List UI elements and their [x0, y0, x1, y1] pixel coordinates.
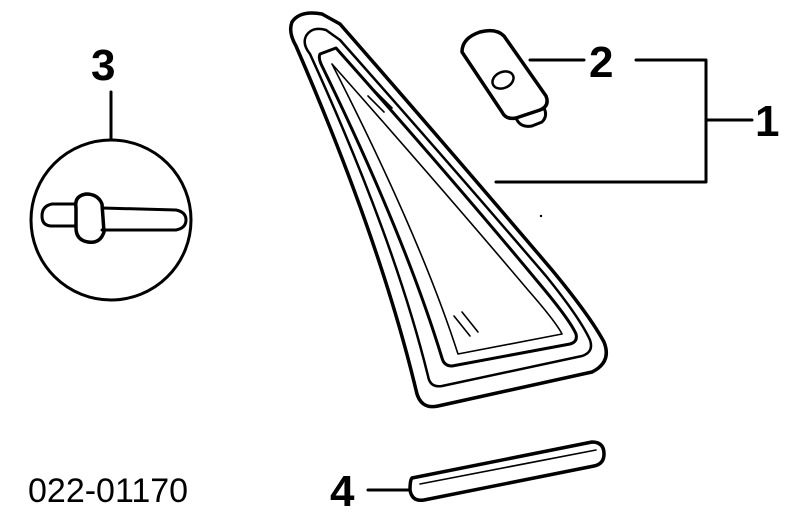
retainer-clip: [460, 28, 549, 128]
part-number-label: 022-01170: [28, 472, 188, 510]
leader-lines: [109, 58, 754, 492]
trim-strip: [408, 440, 606, 503]
callout-4: 4: [330, 467, 355, 516]
quarter-window-glass: [288, 11, 608, 409]
callout-3: 3: [91, 41, 115, 90]
callout-2: 2: [589, 38, 613, 87]
callout-1: 1: [755, 97, 779, 146]
rivet-detail: [29, 138, 193, 302]
